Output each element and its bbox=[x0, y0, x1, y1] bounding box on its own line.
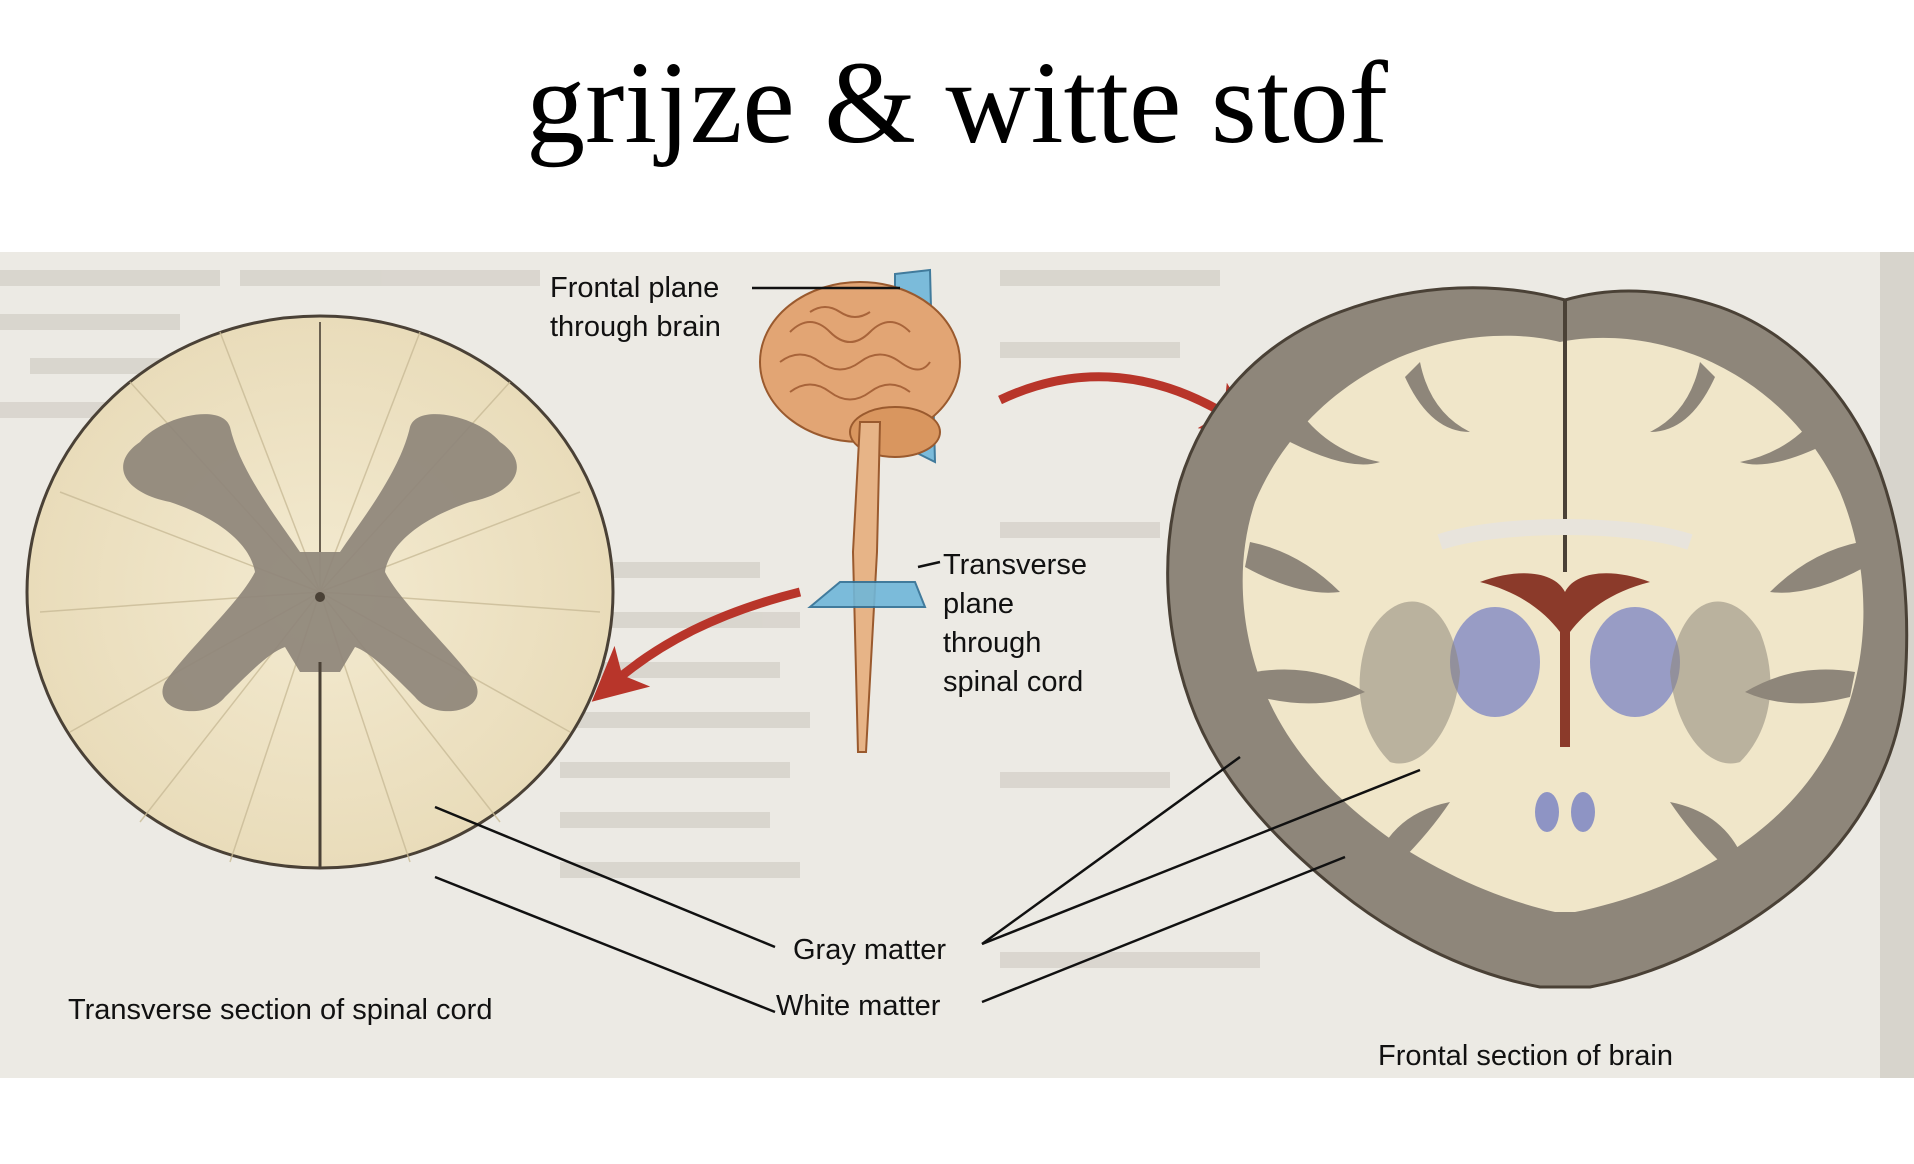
brain-frontal-section bbox=[1166, 286, 1909, 989]
label-transverse-plane-line1: Transverse bbox=[943, 549, 1087, 581]
label-gray-matter: Gray matter bbox=[793, 934, 946, 966]
spinal-cord-section bbox=[25, 314, 615, 870]
transverse-plane bbox=[807, 581, 927, 608]
spinal-gray-matter bbox=[123, 414, 517, 712]
label-transverse-plane-line3: through bbox=[943, 627, 1041, 659]
figure-panel: Frontal plane through brain Transverse p… bbox=[0, 252, 1914, 1078]
brain-orientation-illustration bbox=[591, 268, 1258, 753]
arrow-to-brain-section bbox=[998, 372, 1258, 435]
leader-lines bbox=[434, 755, 1421, 1014]
brain-white-matter bbox=[1242, 335, 1864, 913]
caption-spinal-cord: Transverse section of spinal cord bbox=[68, 994, 492, 1026]
lateral-ventricles bbox=[1480, 573, 1650, 747]
caption-brain: Frontal section of brain bbox=[1378, 1040, 1673, 1072]
label-transverse-plane-line4: spinal cord bbox=[943, 666, 1083, 698]
label-frontal-plane-line1: Frontal plane bbox=[550, 272, 719, 304]
label-transverse-plane-line2: plane bbox=[943, 588, 1014, 620]
arrow-to-cord-section bbox=[591, 587, 802, 702]
slide-title: grijze & witte stof bbox=[526, 37, 1388, 168]
label-frontal-plane-line2: through brain bbox=[550, 311, 721, 343]
label-white-matter: White matter bbox=[776, 990, 941, 1022]
